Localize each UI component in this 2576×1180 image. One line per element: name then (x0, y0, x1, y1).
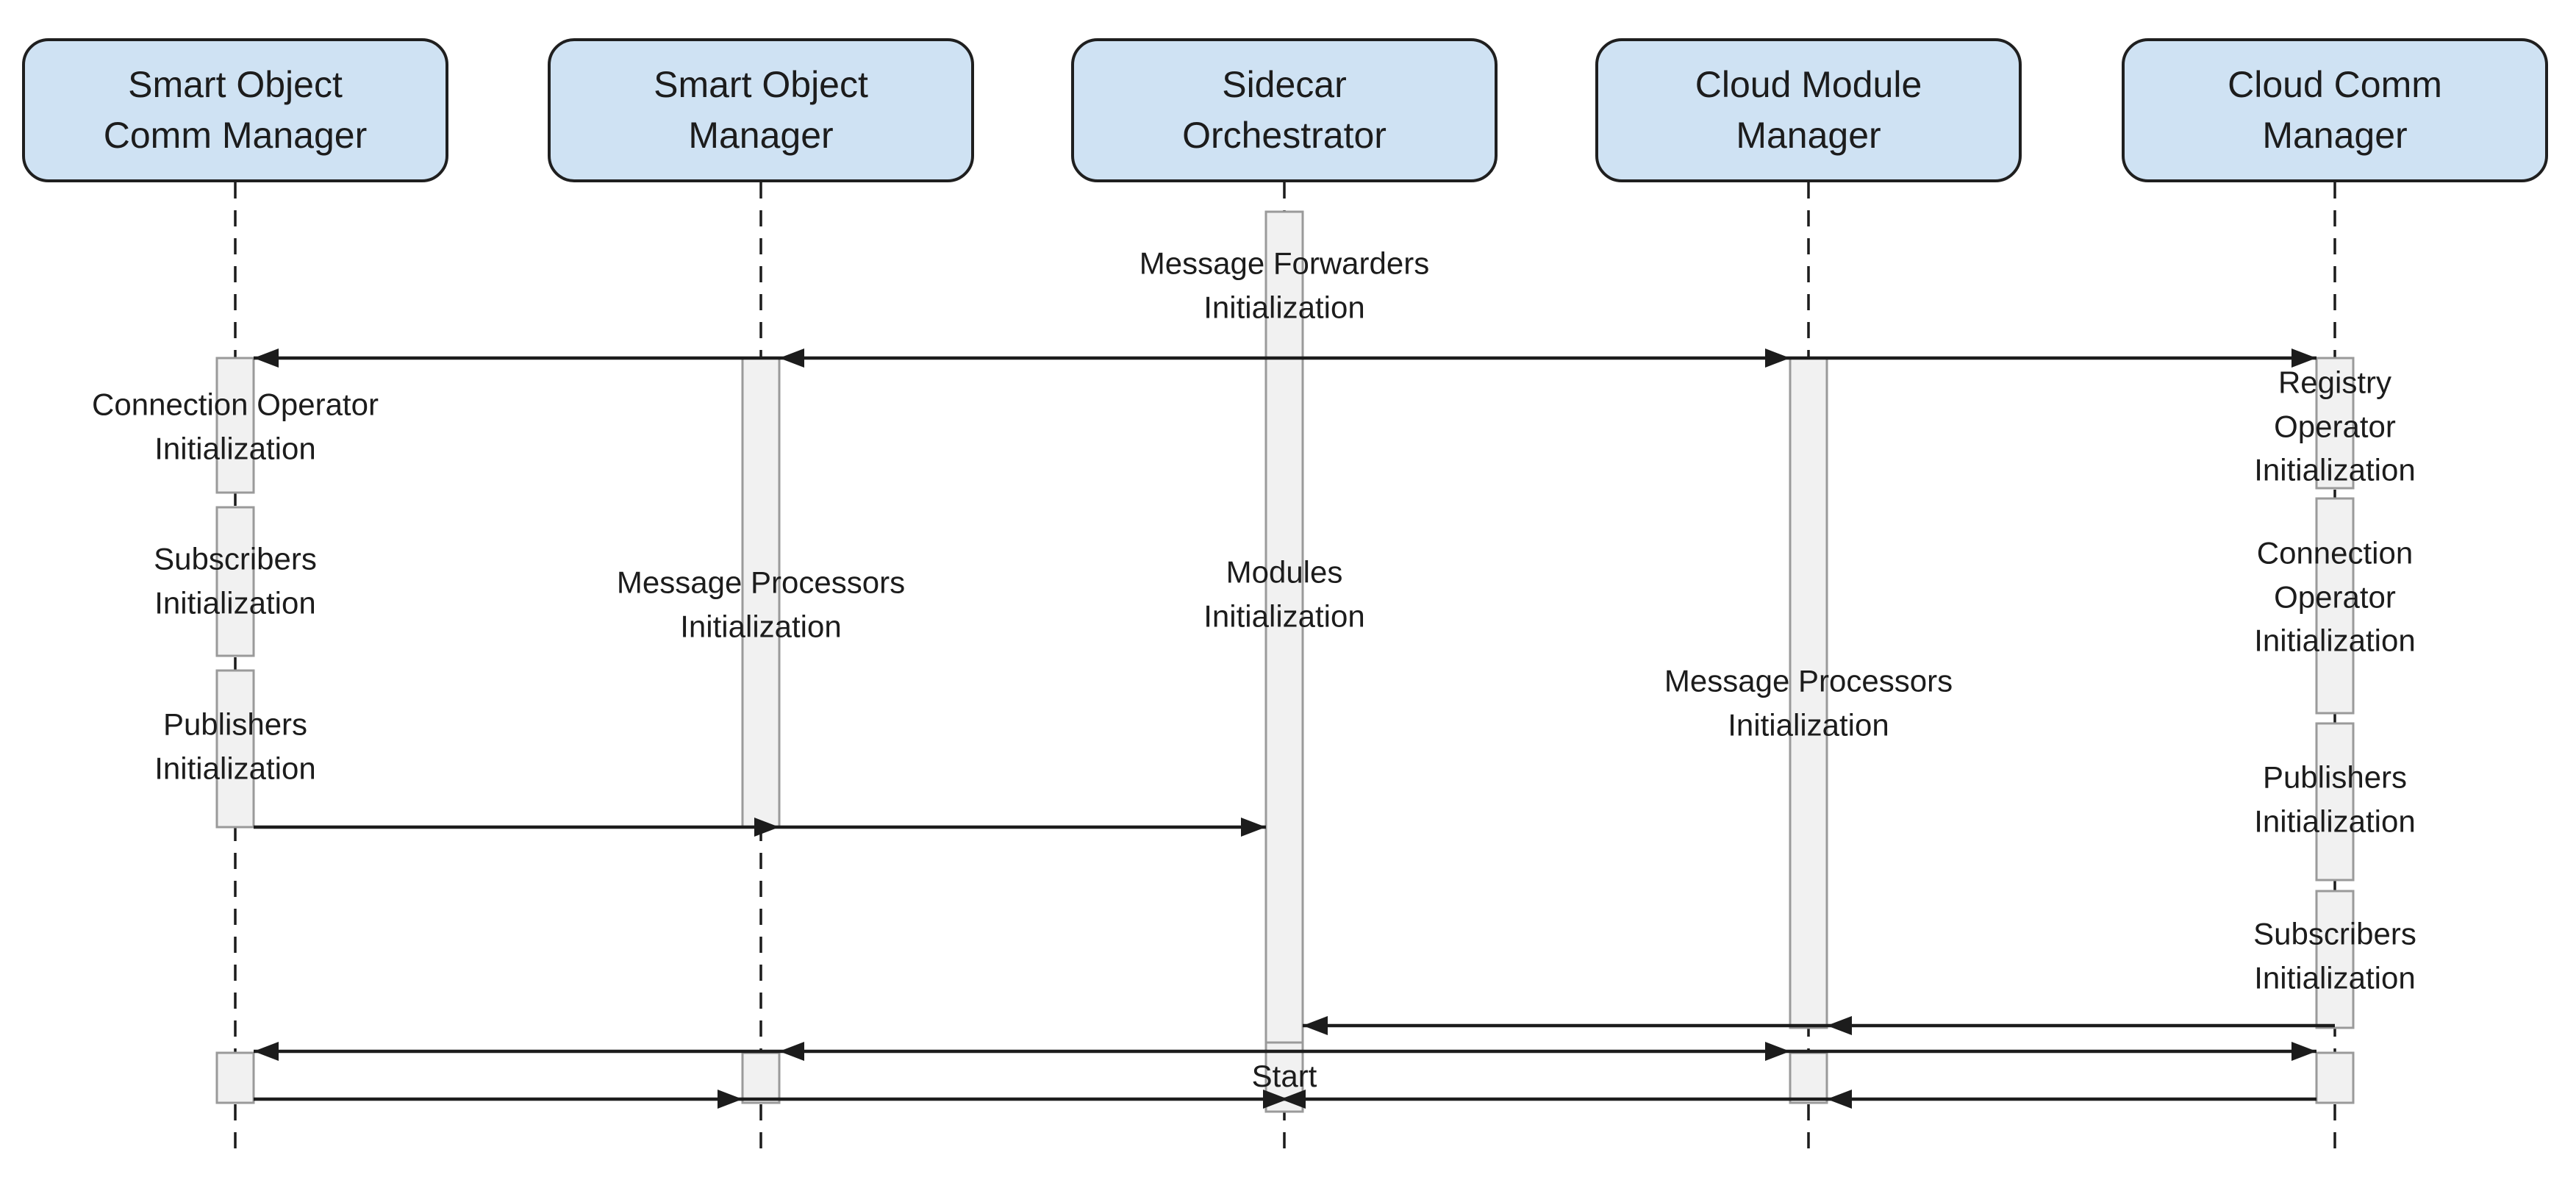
activation-bar-connection-operator-init-so (215, 357, 255, 494)
label-publishers-init-cloud: Publishers Initialization (2254, 759, 2416, 838)
participant-sidecar-orchestrator: Sidecar Orchestrator (1071, 38, 1498, 182)
activation-bar-connection-operator-init-cloud (2315, 497, 2355, 715)
activation-bar-registry-operator-init (2315, 357, 2355, 490)
participant-smart-object-comm-manager: Smart Object Comm Manager (22, 38, 448, 182)
activation-bar-publishers-init-cloud (2315, 722, 2355, 882)
label-message-processors-init-so: Message Processors Initialization (616, 565, 906, 643)
participant-cloud-module-manager: Cloud Module Manager (1595, 38, 2022, 182)
arrowhead-start-broadcast-to-cloud-comm (2291, 1042, 2316, 1061)
label-connection-operator-init-cloud: Connection Operator Initialization (2254, 535, 2416, 658)
label-registry-operator-init: Registry Operator Initialization (2254, 365, 2416, 487)
arrowhead-so-init-done-at-sidecar (1241, 818, 1266, 837)
label-modules-init: Modules Initialization (1203, 554, 1365, 633)
participant-cloud-comm-manager: Cloud Comm Manager (2122, 38, 2548, 182)
arrowhead-start-response-at-sidecar-right (1281, 1090, 1306, 1109)
arrowhead-cloud-init-done-at-cloud-module (1827, 1016, 1852, 1035)
activation-bar-start-so-manager (741, 1051, 781, 1104)
arrowhead-start-broadcast-to-so-comm (254, 1042, 279, 1061)
arrowhead-start-broadcast-to-cloud-module (1765, 1042, 1790, 1061)
arrowhead-init-broadcast-to-cloud-module (1765, 348, 1790, 368)
activation-bar-start-cloud-comm (2315, 1051, 2355, 1104)
activation-bar-start-cloud-module (1789, 1051, 1828, 1104)
arrowhead-start-broadcast-to-so-manager (779, 1042, 804, 1061)
label-start: Start (1251, 1059, 1317, 1094)
arrowhead-init-broadcast-to-cloud-comm (2291, 348, 2316, 368)
arrowhead-start-response-at-sidecar-left (1263, 1090, 1288, 1109)
label-message-processors-init-cloud: Message Processors Initialization (1664, 663, 1953, 742)
label-connection-operator-init-so: Connection Operator Initialization (92, 387, 379, 465)
arrowhead-so-init-done-at-so-manager (754, 818, 779, 837)
arrowhead-start-response-at-so-manager (718, 1090, 743, 1109)
label-publishers-init-so: Publishers Initialization (154, 707, 316, 785)
label-message-forwarders-init: Message Forwarders Initialization (1139, 246, 1430, 324)
arrowhead-cloud-init-done-at-sidecar (1303, 1016, 1328, 1035)
label-subscribers-init-so: Subscribers Initialization (154, 541, 317, 620)
arrowhead-init-broadcast-to-so-manager (779, 348, 804, 368)
activation-bar-publishers-init-so (215, 669, 255, 829)
activation-bar-subscribers-init-cloud (2315, 890, 2355, 1029)
arrowhead-init-broadcast-to-so-comm (254, 348, 279, 368)
activation-bar-message-processors-init-cloud (1789, 357, 1828, 1029)
label-subscribers-init-cloud: Subscribers Initialization (2253, 916, 2416, 995)
participant-smart-object-manager: Smart Object Manager (548, 38, 974, 182)
activation-bar-subscribers-init-so (215, 506, 255, 657)
activation-bar-start-so-comm (215, 1051, 255, 1104)
arrowhead-start-response-at-cloud-module (1827, 1090, 1852, 1109)
